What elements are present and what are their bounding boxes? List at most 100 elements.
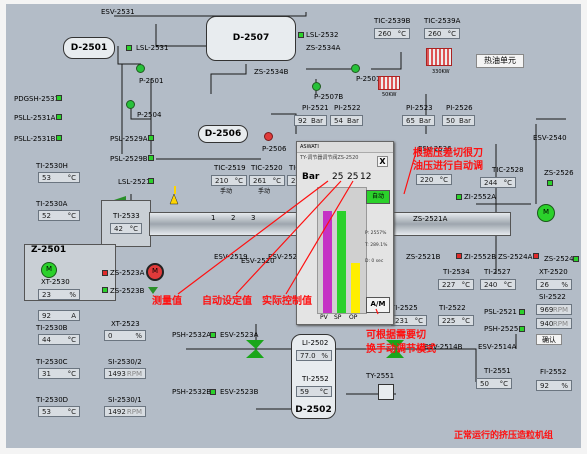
m-motor-icon[interactable]: M	[146, 263, 164, 281]
tic2539b-label: TIC-2539B	[374, 17, 411, 25]
xt2520-value: 26%	[536, 279, 572, 290]
esv2523b-label: ESV-2523B	[220, 388, 259, 396]
heater-50kw-icon	[378, 76, 400, 90]
p2501-label: P-2501	[139, 77, 164, 85]
unit-label: Bar	[302, 172, 320, 182]
annotation-footer: 正常运行的挤压造粒机组	[454, 431, 554, 441]
scada-screen: D-2501 D-2507 D-2506 D-2502 ESV-2531 LSL…	[6, 4, 581, 448]
zs2521a-label: ZS-2521A	[413, 215, 448, 223]
sp-value: 25	[347, 172, 359, 182]
zi2552a-label: ZI-2552A	[464, 193, 496, 201]
ty2551-valve-icon[interactable]	[378, 384, 394, 400]
z2501-motor-icon[interactable]: M	[41, 262, 57, 278]
tic2520-label: TIC-2520	[251, 164, 283, 172]
zs2523b-indicator	[102, 287, 108, 293]
p2501-pump-icon[interactable]	[136, 64, 145, 73]
p2507b-pump-icon[interactable]	[312, 82, 321, 91]
annotation-note1: 根据压差切很刀	[413, 148, 483, 159]
pdgsh2531-label: PDGSH-2531	[14, 95, 60, 103]
ti2530b-value: 44°C	[38, 334, 80, 345]
vessel-d2502: D-2502	[291, 334, 336, 419]
ti2551-value: 50°C	[476, 378, 512, 389]
z2501-label: Z-2501	[31, 245, 67, 255]
psh2532b-label: PSH-2532B	[172, 388, 212, 396]
psh2525-indicator	[519, 326, 525, 332]
ti2525-label: TI-2525	[391, 304, 418, 312]
lsl2521-indicator	[148, 178, 154, 184]
pi2521-label: PI-2521	[302, 104, 329, 112]
psh2532b-indicator	[210, 389, 216, 395]
hot-oil-unit-button[interactable]: 热油单元	[476, 54, 524, 68]
p-tuning-label: P: 2557%	[365, 231, 387, 236]
op-value: 12	[360, 172, 372, 182]
ti2534-label: TI-2534	[443, 268, 470, 276]
lsl2521-label: LSL-2521	[118, 178, 151, 186]
zone-2-label: 2	[231, 214, 236, 222]
zs2524a-label: ZS-2524A	[498, 253, 533, 261]
annotation-measured: 测量值	[152, 296, 182, 307]
si25302-label: SI-2530/2	[108, 358, 142, 366]
heater-330kw-icon	[426, 48, 452, 66]
esv2531-label: ESV-2531	[101, 8, 135, 16]
tic2528-label: TIC-2528	[492, 166, 524, 174]
auto-mode-button[interactable]: 自动	[366, 190, 390, 204]
psll2531b-label: PSLL-2531B	[14, 135, 56, 143]
psll2531b-indicator	[56, 135, 62, 141]
am-toggle-button[interactable]: A/M	[366, 297, 390, 313]
close-button[interactable]: X	[377, 156, 388, 167]
li2502-label: LI-2502	[302, 339, 329, 347]
lsl2532-label: LSL-2532	[306, 31, 339, 39]
zs2534a-label: ZS-2534A	[306, 44, 341, 52]
confirm-button[interactable]: 确认	[536, 334, 562, 345]
psl2529a-label: PSL-2529A	[110, 135, 148, 143]
psh2532a-indicator	[210, 332, 216, 338]
vessel-d2507: D-2507	[206, 16, 296, 61]
tic2539b-value: 260°C	[374, 28, 410, 39]
ti2552-label: TI-2552	[302, 375, 329, 383]
op-bar-label: OP	[349, 314, 358, 321]
p2504-pump-icon[interactable]	[126, 100, 135, 109]
ti2530d-value: 53°C	[38, 406, 80, 417]
esv2523a-label: ESV-2523A	[220, 331, 259, 339]
zi2552a-indicator	[456, 194, 462, 200]
pi2523-label: PI-2523	[406, 104, 433, 112]
zs2524b-indicator	[573, 256, 579, 262]
xt2520-label: XT-2520	[539, 268, 568, 276]
bar-area	[317, 187, 367, 314]
op-bar	[351, 263, 360, 313]
zs2521b-label: ZS-2521B	[406, 253, 441, 261]
ti2552-value: 59°C	[296, 386, 332, 397]
tic2528-value: 244°C	[480, 177, 516, 188]
ti2530b-label: TI-2530B	[36, 324, 68, 332]
p2506-pump-icon[interactable]	[264, 132, 273, 141]
xt2530-label: XT-2530	[41, 278, 70, 286]
zone-3-label: 3	[251, 214, 256, 222]
annotation-autoset: 自动设定值	[202, 296, 252, 307]
p2507a-pump-icon[interactable]	[351, 64, 360, 73]
ti2530c-value: 31°C	[38, 368, 80, 379]
li2502-value: 77.0%	[296, 350, 332, 361]
p2506-label: P-2506	[262, 145, 287, 153]
ti2533-value: 42°C	[110, 223, 142, 234]
zs2526-label: ZS-2526	[544, 169, 574, 177]
si25301-label: SI-2530/1	[108, 396, 142, 404]
xt2523-value: 0%	[104, 330, 146, 341]
ti2530c-label: TI-2530C	[36, 358, 68, 366]
ti2533-housing	[101, 200, 151, 247]
psl2521-label: PSL-2521	[484, 308, 517, 316]
sp-bar-label: SP	[334, 314, 342, 321]
kw330-label: 330KW	[432, 69, 450, 75]
fi2552-value: 92%	[536, 380, 572, 391]
extruder-motor-icon[interactable]: M	[537, 204, 555, 222]
esv2514b-label: ESV-2514B	[424, 343, 463, 351]
psh2532a-label: PSH-2532A	[172, 331, 212, 339]
d-tuning-label: D: 0 sec	[365, 259, 384, 264]
xt2523-label: XT-2523	[111, 320, 140, 328]
zs2523a-label: ZS-2523A	[110, 269, 145, 277]
p2507a-label: P-2507A	[356, 75, 386, 83]
ti2527-label: TI-2527	[484, 268, 511, 276]
